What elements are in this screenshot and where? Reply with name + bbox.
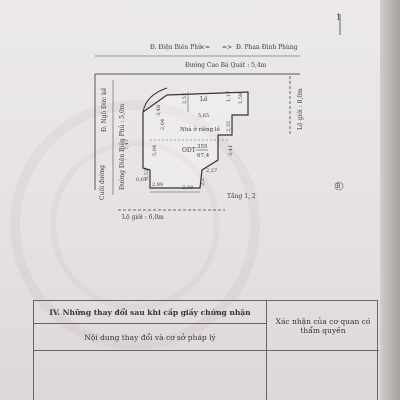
corner-mark-circle-icon — [334, 181, 344, 191]
page-edge-shadow — [380, 0, 400, 400]
watermark-seal — [10, 100, 260, 350]
road-end-label: Cuối đường — [99, 165, 106, 200]
changes-table: IV. Những thay đổi sau khi cấp giấy chứn… — [33, 300, 379, 400]
changes-table-title: IV. Những thay đổi sau khi cấp giấy chứn… — [49, 307, 251, 317]
floor-note: Tầng 1, 2 — [227, 192, 256, 200]
dim-d9: 3,41 — [228, 145, 234, 156]
dim-d10: 2,27 — [206, 168, 217, 174]
dim-d16: 7,47 — [124, 139, 130, 150]
dim-d4: 1,58 — [238, 93, 244, 104]
house-label: Nhà ở riêng lẻ — [180, 126, 220, 133]
street-from-label: Đ. Điện Biên Phủ — [150, 44, 202, 51]
side-street-label: Đ. Ngô Đức kế — [101, 87, 108, 132]
dim-d13: 3,38 — [182, 185, 193, 191]
arrow-left-marker: <= — [200, 44, 210, 51]
area-code: ODT — [182, 147, 196, 154]
changes-col2-header: Xác nhận của cơ quan có thẩm quyền — [266, 301, 379, 350]
corner-mark-top: 1 — [336, 13, 341, 22]
road-top-name: Đường Cao Bá Quát : 5,4m — [185, 62, 267, 69]
area-sub: 67,4 — [197, 153, 210, 159]
area-value: 355 — [197, 144, 208, 150]
dim-d7: 2,04 — [160, 119, 166, 130]
dim-d14: 0,52 — [144, 169, 150, 180]
dim-d2: 2,52 — [182, 93, 188, 104]
bottom-boundary-label: Lộ giới : 6,0m — [122, 214, 164, 221]
right-boundary-label: Lộ giới : 8,0m — [297, 88, 304, 130]
road-left-name: Đường Điện Biên Phủ : 5,0m — [119, 103, 126, 190]
dim-d6: 2,35 — [226, 121, 232, 132]
dim-d15: 0,61 — [136, 177, 147, 183]
changes-col1-body — [34, 350, 266, 400]
dim-d5: 5,65 — [198, 113, 209, 119]
corner-mark-mid: B — [336, 183, 341, 190]
changes-col2-body — [266, 350, 379, 400]
dim-d12: 2,89 — [152, 182, 163, 188]
changes-col1-header: Nội dung thay đổi và cơ sở pháp lý — [34, 323, 266, 350]
street-to-label: Đ. Phan Đình Phùng — [236, 44, 298, 51]
dim-d11: 2,2 — [200, 178, 206, 186]
le-label: Lê — [200, 96, 208, 103]
dim-d3: 1,17 — [226, 91, 232, 102]
land-plot-sketch: Đ. Điện Biên Phủ <= => Đ. Phan Đình Phùn… — [94, 13, 344, 221]
lot-corner-arc — [142, 87, 168, 113]
dim-d1: 3,48 — [156, 105, 162, 116]
dim-d8: 5,04 — [152, 145, 158, 156]
watermark-seal-inner — [50, 140, 220, 310]
arrow-right-marker: => — [222, 44, 232, 51]
